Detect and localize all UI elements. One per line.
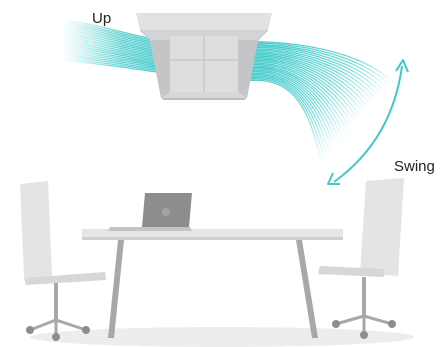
left-chair (20, 181, 106, 341)
right-airflow-stream (238, 42, 392, 162)
laptop-icon (108, 193, 192, 231)
ceiling-unit-icon (136, 13, 272, 100)
right-chair (318, 178, 404, 339)
table (82, 229, 343, 338)
up-label: Up (92, 10, 111, 27)
swing-label: Swing (394, 158, 435, 175)
airflow-strand (238, 77, 327, 156)
